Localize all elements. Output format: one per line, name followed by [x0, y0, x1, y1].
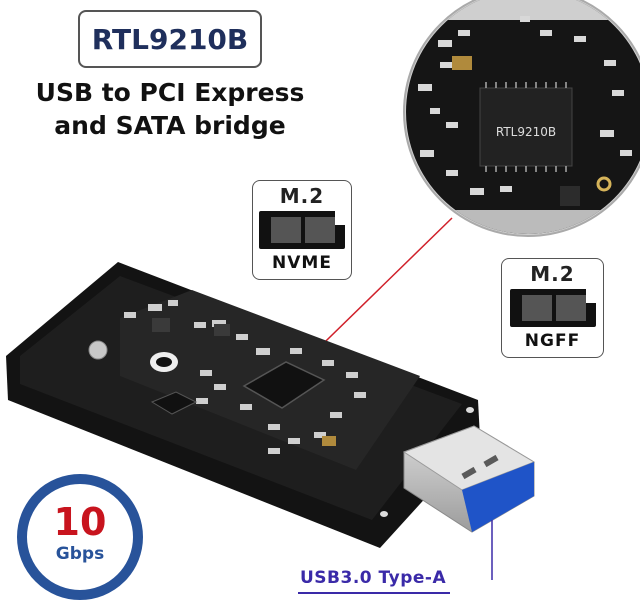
speed-badge: 10 Gbps [17, 474, 143, 600]
headline-line-2: and SATA bridge [54, 111, 286, 140]
headline-line-1: USB to PCI Express [35, 78, 305, 107]
m2-nvme-key-box: M.2 NVME [252, 180, 352, 280]
nvme-key-icon [259, 211, 345, 249]
chip-name-label: RTL9210B [91, 22, 249, 56]
chip-closeup: RTL9210B [403, 0, 640, 237]
usb-label-underline [298, 592, 450, 594]
ngff-key-name: NGFF [524, 331, 581, 351]
usb-plug [402, 425, 536, 533]
enclosure [6, 262, 480, 548]
chip-name-box: RTL9210B [78, 10, 262, 68]
speed-value: 10 [53, 500, 107, 544]
ngff-key-title: M.2 [530, 262, 575, 286]
speed-unit: Gbps [55, 544, 105, 564]
usb-connector-label: USB3.0 Type-A [300, 568, 447, 588]
nvme-key-name: NVME [272, 253, 332, 273]
closeup-chip-marking: RTL9210B [496, 125, 556, 139]
nvme-key-title: M.2 [279, 184, 325, 208]
m2-ngff-key-box: M.2 NGFF [501, 258, 604, 358]
ngff-key-icon [509, 289, 596, 327]
